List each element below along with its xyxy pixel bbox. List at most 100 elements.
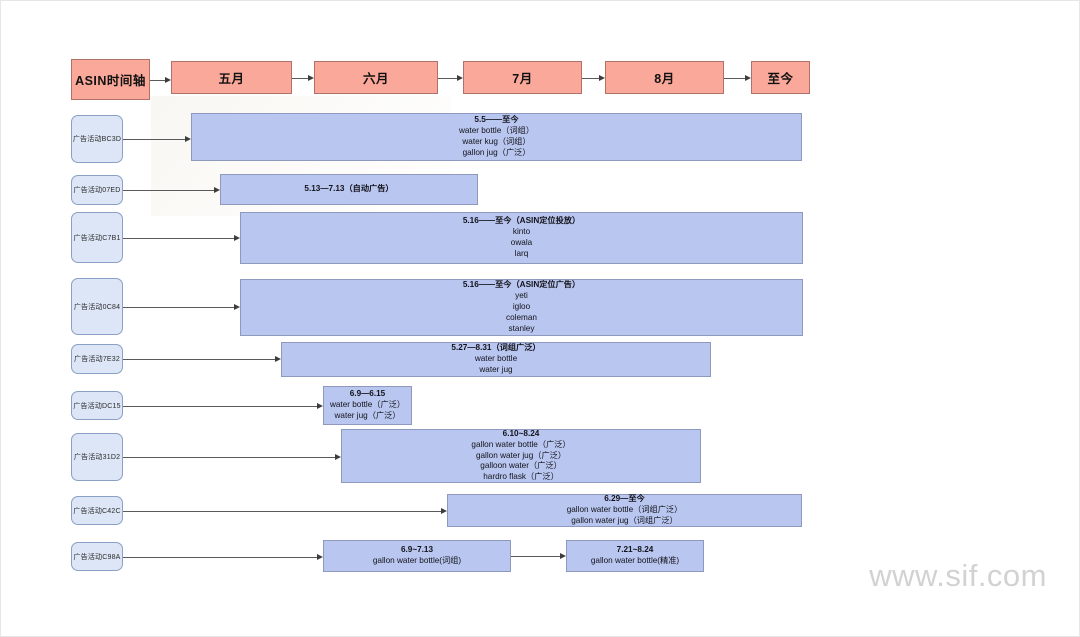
timeline-bar-line: gallon water jug（广泛）: [475, 450, 567, 460]
timeline-connector-2-line: [438, 77, 458, 79]
campaign-label-text: 广告活动C42C: [73, 507, 121, 515]
timeline-bar-line: gallon water jug（词组广泛）: [571, 515, 678, 525]
timeline-bar-line: hardro flask（广泛）: [483, 472, 559, 482]
timeline-bar-line: igloo: [512, 302, 531, 312]
campaign-connector-6-line: [123, 457, 336, 458]
campaign-connector-5-arrowhead: [317, 402, 323, 409]
timeline-bar-line: gallon water bottle(词组): [372, 556, 462, 565]
campaign-connector-0-arrowhead: [185, 136, 191, 142]
campaign-connector-2-line: [123, 237, 235, 239]
campaign-label-text: 广告活动31D2: [73, 454, 121, 461]
campaign-connector-3-arrowhead: [234, 303, 240, 310]
timeline-bar-line: 5.5——至今: [474, 115, 519, 125]
campaign-connector-8-arrowhead: [317, 553, 323, 560]
timeline-connector-1-line: [292, 77, 309, 79]
timeline-header-label: 至今: [767, 72, 794, 86]
campaign-label-8[interactable]: 广告活动C98A: [71, 542, 123, 571]
campaign-label-0[interactable]: 广告活动BC3D: [71, 115, 123, 163]
campaign-label-text: 广告活动7E32: [74, 356, 120, 363]
timeline-bar-line: water kug（词组）: [462, 137, 531, 146]
campaign-connector-6-arrowhead: [335, 454, 341, 460]
timeline-header-0[interactable]: ASIN时间轴: [71, 59, 150, 100]
timeline-bar-line: larq: [514, 248, 529, 258]
timeline-bar-line: stanley: [508, 323, 535, 333]
campaign-connector-2-arrowhead: [234, 234, 240, 241]
timeline-bar-line: water jug（广泛）: [334, 410, 401, 420]
timeline-bar-line: 6.29—至今: [604, 494, 645, 504]
campaign-connector-4-line: [123, 359, 276, 360]
campaign-label-text: 广告活动07ED: [73, 187, 121, 194]
timeline-connector-0-line: [150, 79, 166, 81]
timeline-connector-3-arrowhead: [599, 74, 605, 81]
timeline-bar-line: 5.27—8.31（词组广泛）: [451, 343, 541, 353]
timeline-header-4[interactable]: 8月: [605, 61, 724, 94]
bar-connector-8-0-arrowhead: [560, 553, 566, 559]
campaign-label-7[interactable]: 广告活动C42C: [71, 496, 123, 525]
campaign-label-3[interactable]: 广告活动0C84: [71, 278, 123, 335]
timeline-bar-line: owala: [510, 238, 533, 247]
timeline-connector-0-arrowhead: [165, 76, 171, 83]
timeline-header-3[interactable]: 7月: [463, 61, 582, 94]
site-watermark: www.sif.com: [869, 558, 1047, 593]
timeline-connector-4-arrowhead: [745, 74, 751, 81]
timeline-bar-line: water jug: [479, 364, 513, 374]
timeline-bar-line: water bottle: [474, 354, 518, 364]
timeline-header-5[interactable]: 至今: [751, 61, 810, 94]
campaign-label-1[interactable]: 广告活动07ED: [71, 175, 123, 205]
timeline-bar-line: 5.16——至今（ASIN定位广告）: [462, 280, 581, 290]
timeline-header-label: 8月: [654, 72, 675, 86]
campaign-connector-1-arrowhead: [214, 187, 220, 193]
campaign-connector-7-arrowhead: [441, 507, 447, 514]
timeline-connector-3-line: [582, 77, 600, 79]
timeline-bar-line: water bottle（词组）: [458, 126, 535, 136]
timeline-header-1[interactable]: 五月: [171, 61, 292, 94]
campaign-label-text: 广告活动C98A: [73, 553, 121, 561]
campaign-label-2[interactable]: 广告活动C7B1: [71, 212, 123, 263]
timeline-bar-line: gallon water bottle（词组广泛）: [566, 505, 683, 515]
timeline-bar-1-0[interactable]: 5.13—7.13（自动广告）: [220, 174, 478, 205]
timeline-bar-line: 6.10~8.24: [502, 428, 540, 438]
campaign-connector-8-line: [123, 556, 318, 558]
timeline-bar-line: gallon water bottle（广泛）: [471, 439, 571, 449]
timeline-header-label: 六月: [362, 72, 389, 86]
timeline-bar-line: yeti: [515, 291, 528, 301]
timeline-bar-line: water bottle（广泛）: [329, 400, 406, 410]
campaign-connector-1-line: [123, 190, 215, 191]
campaign-connector-0-line: [123, 139, 186, 140]
timeline-bar-line: 6.9~7.13: [400, 545, 434, 555]
campaign-label-5[interactable]: 广告活动DC15: [71, 391, 123, 420]
timeline-connector-4-line: [724, 77, 746, 79]
timeline-bar-line: 6.9—6.15: [349, 389, 386, 399]
campaign-label-text: 广告活动BC3D: [72, 136, 122, 143]
timeline-header-label: ASIN时间轴: [75, 74, 146, 88]
timeline-header-label: 五月: [218, 72, 245, 86]
campaign-label-4[interactable]: 广告活动7E32: [71, 344, 123, 374]
timeline-bar-line: 5.16——至今（ASIN定位投放）: [462, 216, 581, 226]
campaign-connector-3-line: [123, 306, 235, 308]
timeline-bar-line: galloon water（广泛）: [480, 461, 562, 471]
timeline-bar-line: kinto: [512, 227, 531, 237]
timeline-header-label: 7月: [512, 72, 533, 86]
campaign-connector-5-line: [123, 405, 318, 407]
timeline-header-2[interactable]: 六月: [314, 61, 438, 94]
campaign-label-text: 广告活动0C84: [73, 303, 121, 311]
bar-connector-8-0-line: [511, 556, 561, 557]
campaign-label-text: 广告活动C7B1: [73, 234, 121, 242]
campaign-connector-4-arrowhead: [275, 356, 281, 362]
campaign-label-6[interactable]: 广告活动31D2: [71, 433, 123, 481]
timeline-bar-line: gallon jug（广泛）: [462, 147, 531, 157]
timeline-bar-line: coleman: [506, 312, 537, 322]
campaign-label-text: 广告活动DC15: [73, 402, 121, 410]
timeline-bar-line: gallon water bottle(精准): [590, 556, 680, 565]
campaign-connector-7-line: [123, 510, 442, 512]
